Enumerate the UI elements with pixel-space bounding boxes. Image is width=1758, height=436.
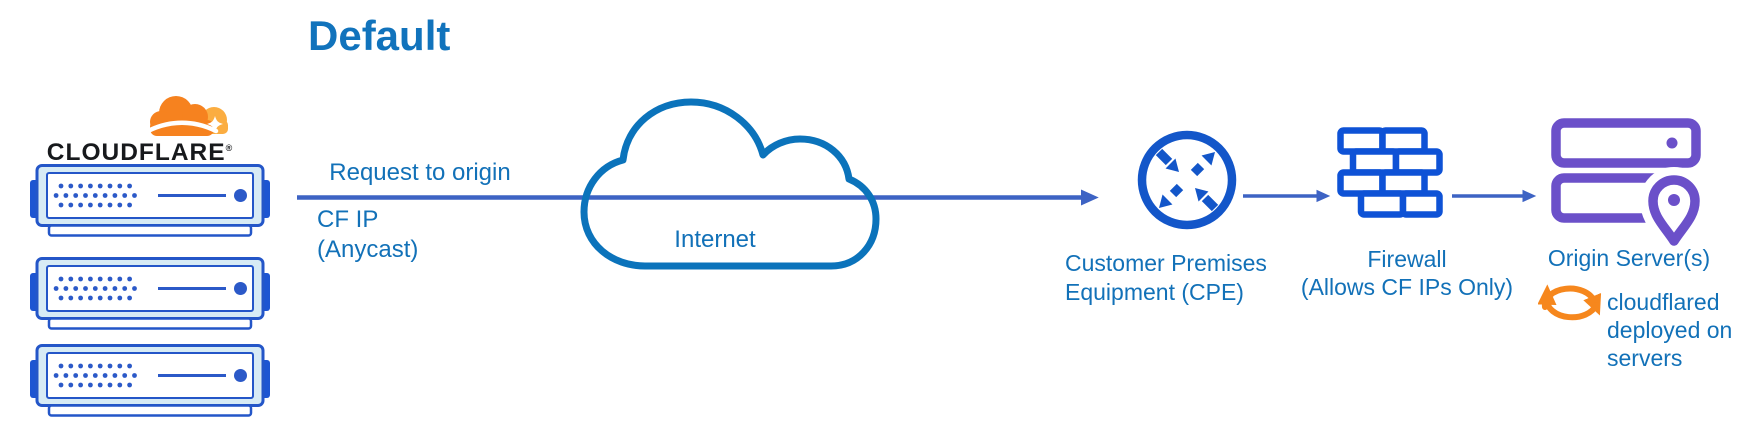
cf-ip-line2: (Anycast) [317,236,419,263]
cf-ip-line1: CF IP [317,206,379,233]
firewall-label: Firewall (Allows CF IPs Only) [1294,245,1520,301]
edge-server-rack-icon [30,344,270,418]
internet-cloud-icon [580,98,880,270]
trademark-symbol: ® [225,142,234,153]
cf-ip-anycast-label: CF IP (Anycast) [317,205,418,265]
cpe-label: Customer Premises Equipment (CPE) [1065,249,1267,307]
router-arrows-icon [1137,130,1237,230]
edge-server-rack-icon [30,164,270,238]
sync-arrows-icon [1538,284,1602,321]
cloudflared-note-line2: deployed on [1607,317,1733,343]
cpe-label-line1: Customer Premises [1065,250,1267,276]
cloudflared-note-line1: cloudflared [1607,289,1720,315]
brick-wall-icon [1337,127,1443,218]
cloudflared-note-line3: servers [1607,345,1683,371]
page-title: Default [308,12,451,59]
origin-server-label: Origin Server(s) [1547,245,1711,271]
cloudflare-logo-cloud-icon [145,96,228,136]
cloudflare-wordmark-text: CLOUDFLARE [46,139,226,166]
firewall-label-line1: Firewall [1367,246,1447,272]
firewall-label-line2: (Allows CF IPs Only) [1300,274,1514,300]
cpe-label-line2: Equipment (CPE) [1065,279,1244,305]
cloudflare-wordmark: CLOUDFLARE® [38,139,242,167]
internet-label: Internet [674,226,756,253]
server-location-pin-icon [1551,118,1706,247]
cloudflared-note: cloudflared deployed on servers [1607,288,1732,372]
edge-server-rack-icon [30,257,270,331]
request-to-origin-label: Request to origin [329,159,511,186]
